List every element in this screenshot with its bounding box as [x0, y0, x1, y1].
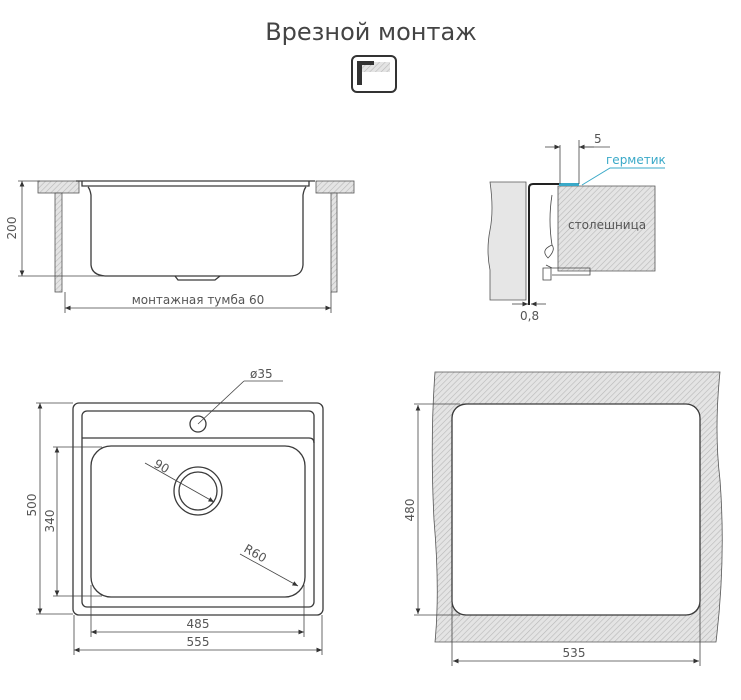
outer-width-label: 555: [187, 635, 210, 649]
drain: [173, 466, 223, 516]
side-view: 200 монтажная тумба 60: [5, 180, 355, 313]
flush-mount-icon: [351, 55, 397, 93]
radius-label: R60: [242, 541, 269, 565]
gap-label: 5: [594, 132, 602, 146]
tap-hole-label: ø35: [250, 367, 273, 381]
countertop-label: столешница: [568, 218, 646, 232]
thickness-label: 0,8: [520, 309, 539, 323]
page-title: Врезной монтаж: [265, 18, 477, 46]
height-label: 200: [5, 217, 19, 240]
cutout-view: 480 535: [403, 371, 723, 666]
cutout-height-label: 480: [403, 499, 417, 522]
cutout-width-label: 535: [563, 646, 586, 660]
drain-label: 90: [152, 456, 172, 476]
detail-view: 5 герметик столешница 0,8: [487, 132, 666, 323]
cabinet-label: монтажная тумба 60: [132, 293, 265, 307]
bowl-width-label: 485: [187, 617, 210, 631]
tap-hole: [189, 415, 207, 433]
outer-height-label: 500: [25, 494, 39, 517]
top-view: ø35 90 R60 500 340 485 555: [25, 367, 324, 655]
sealant-label: герметик: [606, 153, 666, 167]
bowl-height-label: 340: [43, 510, 57, 533]
